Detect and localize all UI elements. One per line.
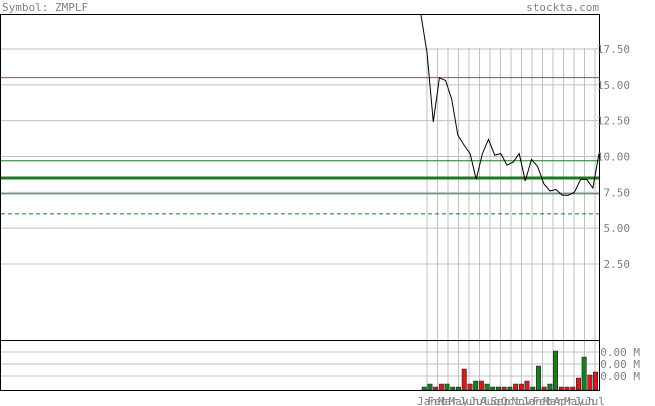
volume-panel-frame: [0, 340, 600, 391]
price-tick-label: 5.00: [604, 222, 631, 235]
volume-bar: [558, 386, 564, 391]
x-tick-label: Jan: [522, 395, 542, 406]
x-tick-label: Aug: [480, 395, 500, 406]
volume-bars: [421, 350, 598, 391]
price-series: [420, 14, 600, 196]
volume-bar: [541, 386, 547, 391]
price-tick-label: 10.00: [597, 151, 630, 164]
x-tick-label: Apr: [554, 395, 574, 406]
volume-bar: [518, 383, 524, 391]
x-tick-label: May: [449, 395, 469, 406]
volume-bar: [433, 386, 439, 391]
volume-bar: [450, 386, 456, 391]
volume-bar: [501, 386, 507, 391]
volume-bar: [484, 383, 490, 391]
volume-tick-label: 0.00 M: [600, 358, 640, 371]
volume-bar: [467, 383, 473, 391]
volume-bar: [581, 356, 587, 391]
volume-bar: [456, 386, 461, 391]
volume-bar: [587, 374, 593, 391]
x-tick-label: Jul: [470, 395, 490, 406]
x-tick-label: Jun: [575, 395, 595, 406]
volume-bar: [536, 365, 541, 391]
x-tick-label: Mar: [438, 395, 458, 406]
price-tick-label: 17.50: [597, 43, 630, 56]
volume-bar: [427, 383, 433, 391]
price-tick-label: 2.50: [604, 258, 631, 271]
reference-lines: [1, 77, 599, 215]
x-tick-label: Sep: [491, 395, 511, 406]
x-tick-label: Feb: [428, 395, 448, 406]
price-tick-label: 7.50: [604, 186, 631, 199]
volume-bar: [524, 380, 530, 391]
x-tick-label: Oct: [501, 395, 521, 406]
volume-bar: [513, 383, 519, 391]
volume-bar: [478, 380, 484, 391]
volume-bar: [461, 368, 467, 391]
volume-bar: [564, 386, 570, 391]
volume-bar: [473, 380, 479, 391]
site-name: stockta.com: [526, 1, 599, 14]
volume-bar: [438, 383, 444, 391]
volume-bar: [553, 350, 558, 391]
volume-bar: [570, 386, 576, 391]
volume-bar: [530, 386, 536, 391]
symbol-label: Symbol: ZMPLF: [2, 1, 88, 14]
x-tick-label: Mar: [543, 395, 563, 406]
price-tick-label: 15.00: [597, 79, 630, 92]
volume-bar: [593, 371, 598, 391]
price-line: [420, 14, 600, 196]
x-tick-label: May: [564, 395, 584, 406]
volume-bar: [547, 383, 553, 391]
x-tick-label: Nov: [512, 395, 532, 406]
volume-tick-label: 0.00 M: [600, 346, 640, 359]
volume-grid: [1, 351, 599, 377]
x-tick-label: Feb: [533, 395, 553, 406]
volume-bar: [496, 386, 501, 391]
price-grid: [1, 48, 599, 390]
price-axis-labels: 17.50 15.00 12.50 10.00 7.50 5.00 2.50: [597, 43, 630, 271]
volume-bar: [421, 386, 427, 391]
x-tick-label: Jan: [417, 395, 437, 406]
volume-bar: [490, 386, 496, 391]
x-tick-label: Jun: [459, 395, 479, 406]
volume-bar: [576, 377, 581, 391]
volume-axis-labels: 0.00 M0.00 M0.00 M: [600, 346, 640, 383]
volume-tick-label: 0.00 M: [600, 370, 640, 383]
price-tick-label: 12.50: [597, 115, 630, 128]
volume-bar: [444, 383, 450, 391]
volume-bar: [507, 386, 513, 391]
x-tick-label: Jul: [585, 395, 605, 406]
x-axis-labels: JanFebMarMayJunJulAugSepOctNovJanFebMarA…: [417, 395, 605, 406]
